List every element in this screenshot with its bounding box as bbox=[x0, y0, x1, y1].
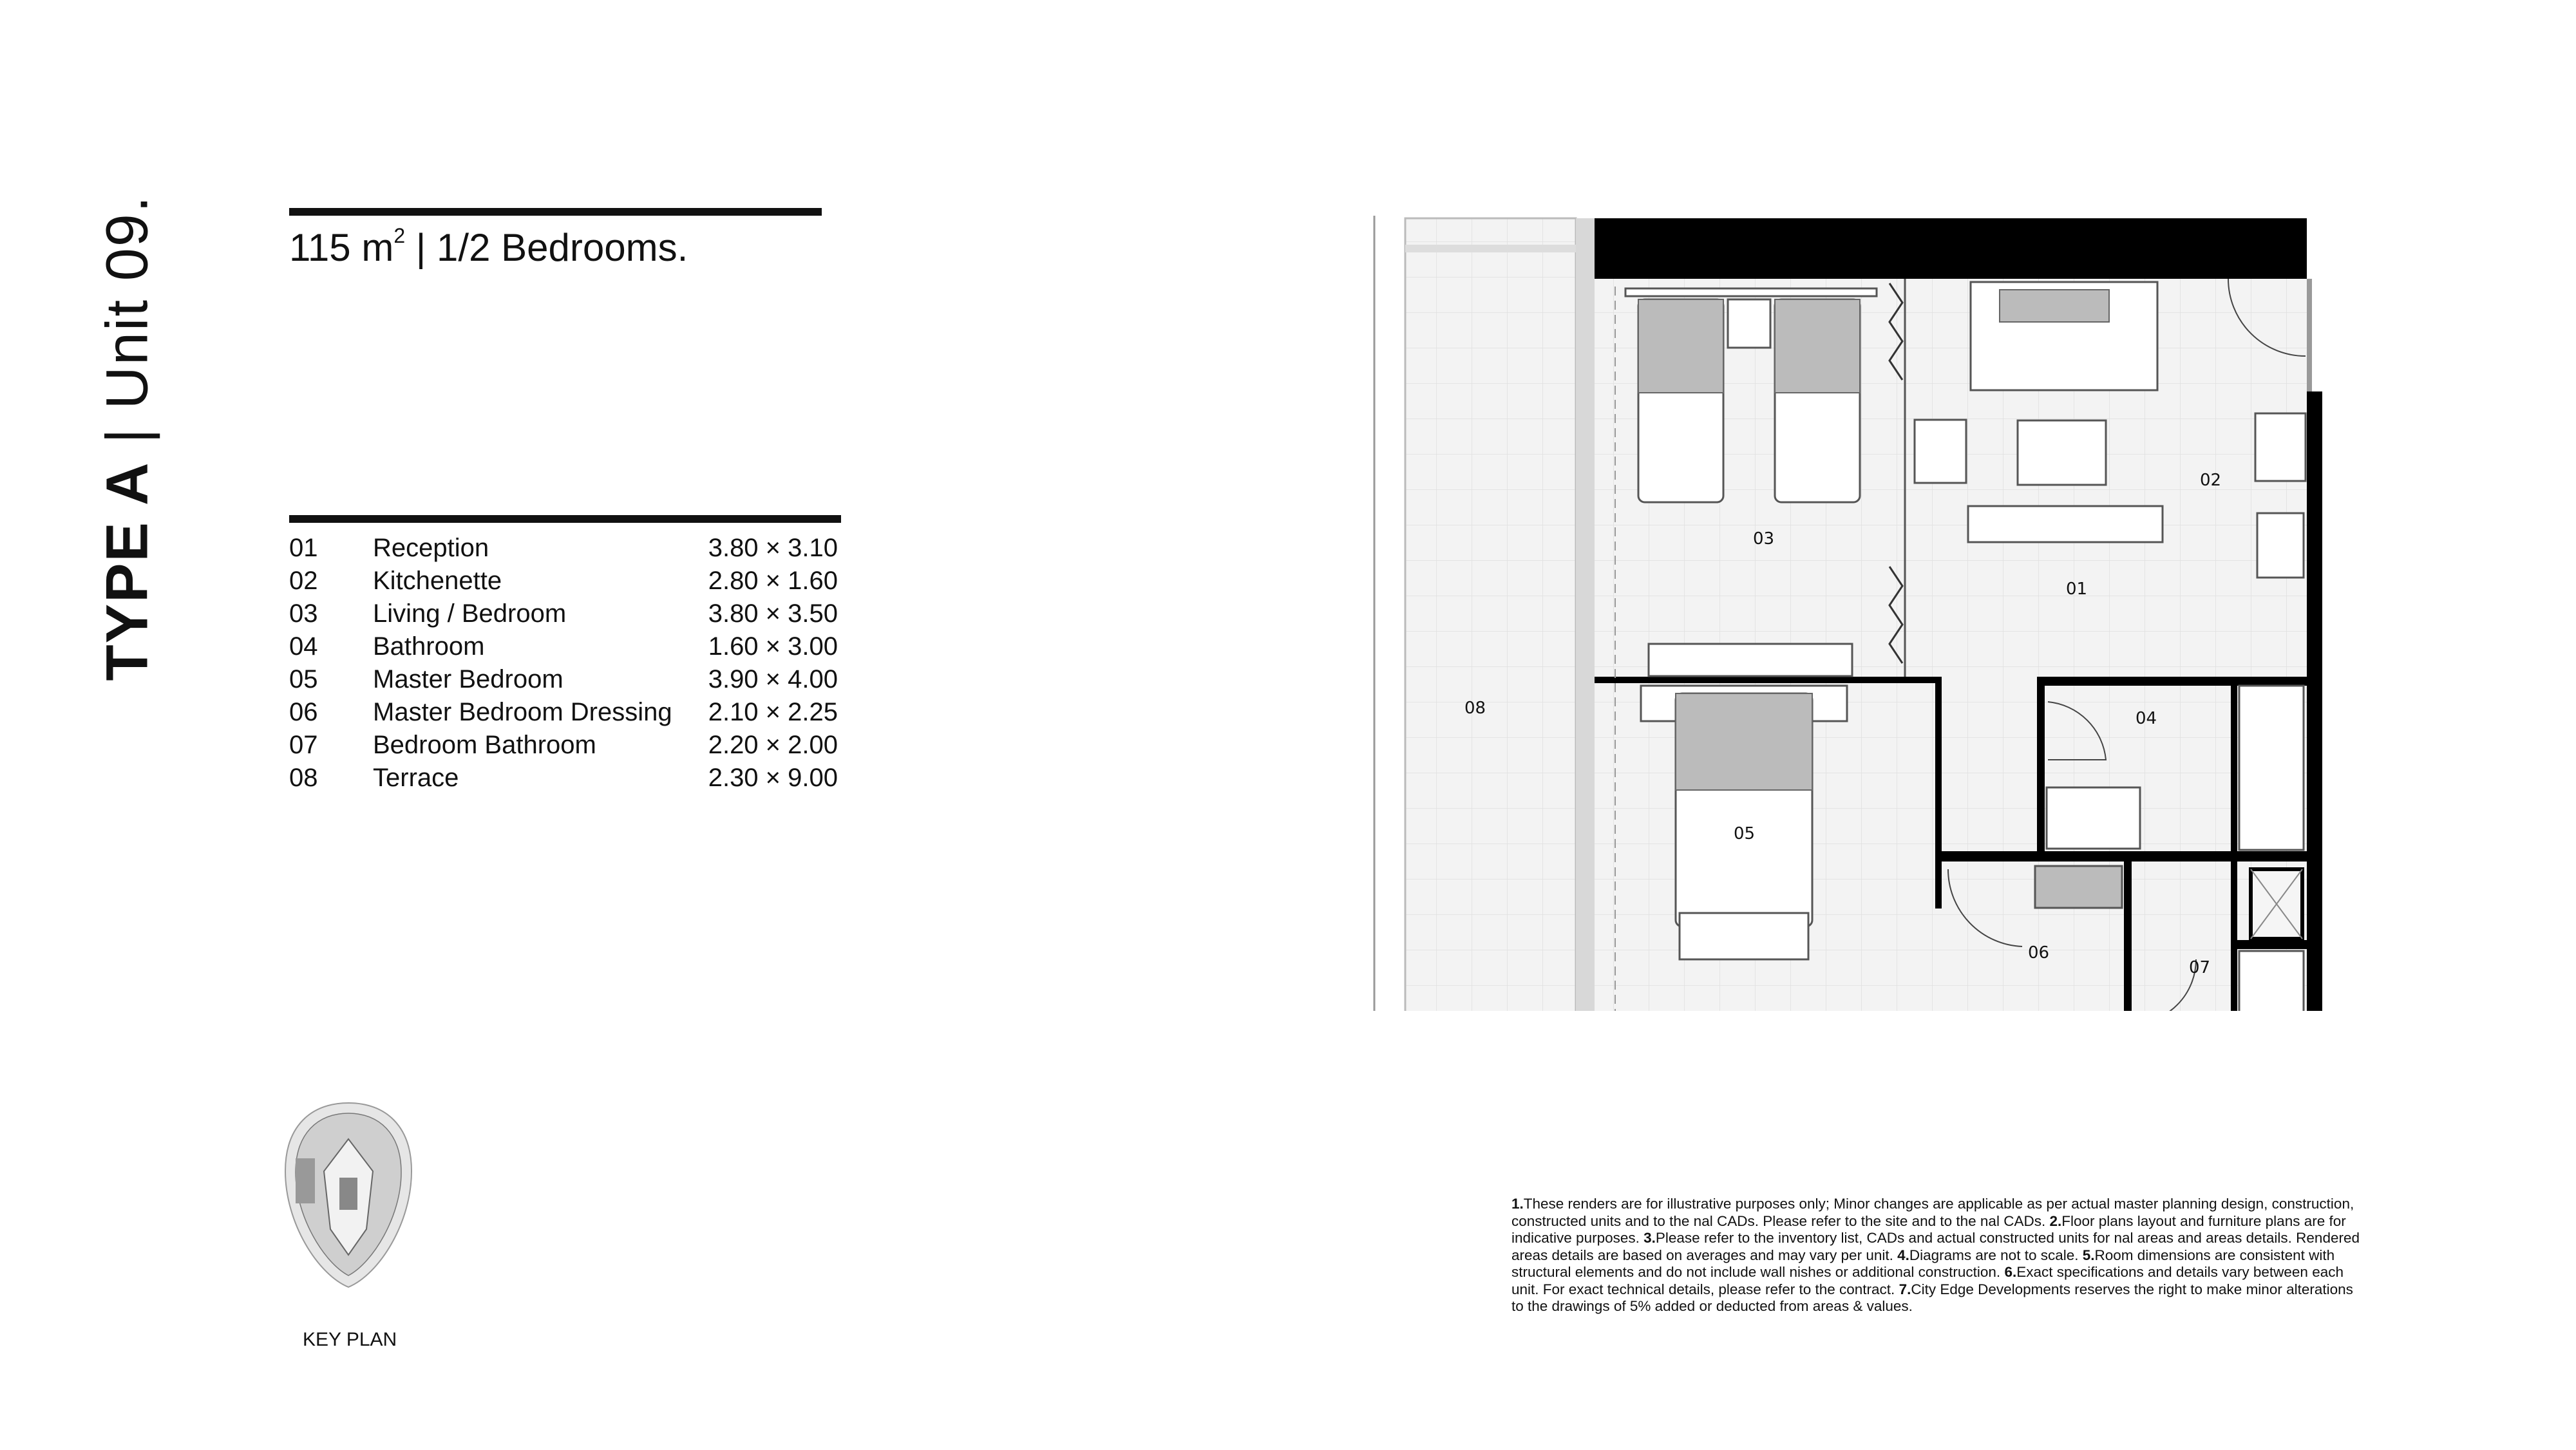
plan-label-02: 02 bbox=[2200, 471, 2221, 490]
room-name: Bedroom Bathroom bbox=[373, 731, 596, 759]
room-row: 03 Living / Bedroom 3.80 × 3.50 bbox=[289, 598, 838, 630]
note-text: These renders are for illustrative purpo… bbox=[1511, 1196, 2354, 1229]
plan-label-03: 03 bbox=[1753, 529, 1774, 549]
plan-label-05: 05 bbox=[1734, 824, 1755, 843]
room-row: 05 Master Bedroom 3.90 × 4.00 bbox=[289, 663, 838, 696]
room-name: Living / Bedroom bbox=[373, 599, 567, 628]
room-schedule: 01 Reception 3.80 × 3.10 02 Kitchenette 2.80 … bbox=[289, 532, 838, 795]
key-plan-label: KEY PLAN bbox=[303, 1329, 397, 1350]
room-num: 07 bbox=[289, 731, 318, 759]
room-row: 02 Kitchenette 2.80 × 1.60 bbox=[289, 565, 838, 598]
unit-type: TYPE A bbox=[94, 461, 160, 681]
note-text: City Edge Developments reserves the righ… bbox=[1511, 1281, 2353, 1315]
area-superscript: 2 bbox=[393, 224, 406, 247]
room-num: 08 bbox=[289, 764, 318, 792]
room-name: Terrace bbox=[373, 764, 459, 792]
room-name: Master Bedroom bbox=[373, 665, 564, 693]
unit-number: Unit 09. bbox=[94, 194, 160, 410]
walls bbox=[1595, 218, 2322, 1011]
plan-label-06: 06 bbox=[2028, 943, 2049, 963]
plan-label-01: 01 bbox=[2066, 579, 2087, 599]
room-num: 04 bbox=[289, 632, 318, 661]
note-number: 6. bbox=[2004, 1264, 2017, 1280]
room-dim: 1.60 × 3.00 bbox=[708, 632, 838, 661]
unit-title: TYPE A | Unit 09. bbox=[94, 195, 162, 681]
room-dim: 3.80 × 3.10 bbox=[708, 534, 838, 562]
room-num: 01 bbox=[289, 534, 318, 562]
note-number: 4. bbox=[1897, 1247, 1909, 1263]
room-dim: 2.80 × 1.60 bbox=[708, 567, 838, 595]
room-labels: 03 01 02 08 04 05 06 07 bbox=[1464, 471, 2221, 977]
top-rule bbox=[289, 208, 822, 216]
plan-label-08: 08 bbox=[1464, 699, 1486, 718]
room-name: Bathroom bbox=[373, 632, 485, 661]
area: 115 m bbox=[289, 226, 394, 269]
room-name: Reception bbox=[373, 534, 489, 562]
room-name: Master Bedroom Dressing bbox=[373, 698, 672, 726]
room-row: 06 Master Bedroom Dressing 2.10 × 2.25 bbox=[289, 696, 838, 729]
room-row: 04 Bathroom 1.60 × 3.00 bbox=[289, 630, 838, 663]
note-text: Exact specifications and details vary be… bbox=[1511, 1264, 2344, 1297]
note-text: Floor plans layout and furniture plans a… bbox=[1511, 1212, 2346, 1247]
note-text: Diagrams are not to scale. bbox=[1909, 1247, 2083, 1263]
summary-separator: | bbox=[415, 226, 426, 269]
room-num: 05 bbox=[289, 665, 318, 693]
plan-label-07: 07 bbox=[2189, 958, 2210, 977]
note-text: Room dimensions are consistent with stru… bbox=[1511, 1247, 2335, 1281]
bedrooms: 1/2 Bedrooms. bbox=[437, 226, 688, 269]
room-num: 02 bbox=[289, 567, 318, 595]
facade-strip bbox=[1576, 218, 1595, 1011]
terrace bbox=[1404, 217, 1577, 1011]
note-number: 2. bbox=[2049, 1212, 2062, 1229]
note-number: 3. bbox=[1643, 1230, 1656, 1246]
note-number: 1. bbox=[1511, 1196, 1524, 1212]
note-number: 5. bbox=[2082, 1247, 2095, 1263]
floor-plan: 03 01 02 08 04 05 06 07 bbox=[1373, 216, 2322, 1011]
title-separator: | bbox=[94, 427, 160, 444]
room-dim: 2.10 × 2.25 bbox=[708, 698, 838, 726]
room-row: 08 Terrace 2.30 × 9.00 bbox=[289, 762, 838, 795]
note-number: 7. bbox=[1899, 1281, 1911, 1297]
room-dim: 2.30 × 9.00 bbox=[708, 764, 838, 792]
room-row: 07 Bedroom Bathroom 2.20 × 2.00 bbox=[289, 729, 838, 762]
key-plan-image bbox=[284, 1102, 413, 1288]
plan-label-04: 04 bbox=[2136, 709, 2157, 728]
room-name: Kitchenette bbox=[373, 567, 502, 595]
room-row: 01 Reception 3.80 × 3.10 bbox=[289, 532, 838, 565]
room-num: 06 bbox=[289, 698, 318, 726]
note-text: Please refer to the inventory list, CADs… bbox=[1511, 1230, 2360, 1263]
room-dim: 3.90 × 4.00 bbox=[708, 665, 838, 693]
room-num: 03 bbox=[289, 599, 318, 628]
room-dim: 3.80 × 3.50 bbox=[708, 599, 838, 628]
unit-summary: 115 m2 | 1/2 Bedrooms. bbox=[289, 224, 688, 270]
table-rule bbox=[289, 515, 841, 523]
disclaimer: 1.These renders are for illustrative pur… bbox=[1511, 1196, 2362, 1315]
room-dim: 2.20 × 2.00 bbox=[708, 731, 838, 759]
